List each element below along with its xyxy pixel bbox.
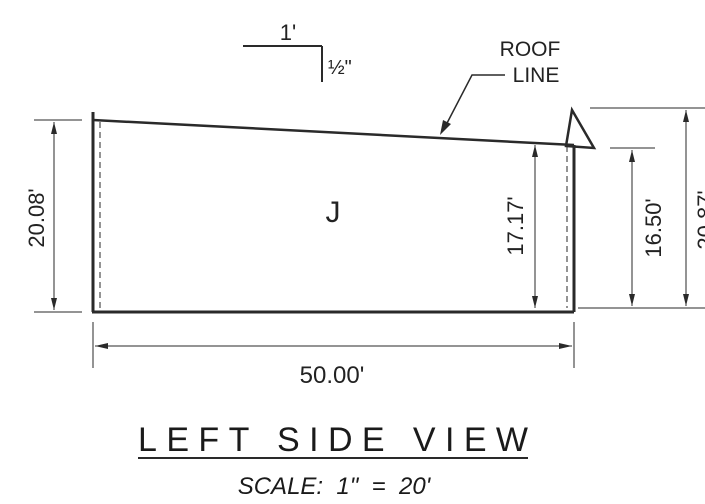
view-title: LEFT SIDE VIEW [138, 421, 528, 459]
dimension-far-right-height: 20.87' [590, 107, 705, 306]
far-right-height-value: 20.87' [693, 190, 705, 249]
right-eave-height-value: 16.50' [641, 198, 666, 257]
dimension-left-height: 20.08' [24, 119, 82, 313]
dimension-interior-height: 17.17' [503, 145, 538, 308]
scale-note: SCALE: 1" = 20' [238, 473, 432, 500]
view-title-block: LEFT SIDE VIEW SCALE: 1" = 20' [138, 421, 528, 500]
left-height-value: 20.08' [24, 188, 49, 247]
interior-height-value: 17.17' [503, 196, 528, 255]
roof-pitch-symbol: 1' ½" [243, 20, 352, 82]
dimension-right-eave-height: 16.50' [578, 147, 705, 309]
dimension-width: 50.00' [92, 322, 575, 389]
pitch-rise-label: ½" [328, 57, 352, 79]
width-value: 50.00' [300, 362, 365, 389]
roof-callout-line2: LINE [513, 64, 560, 87]
pitch-run-label: 1' [280, 20, 296, 45]
building-outline: J [91, 106, 597, 314]
roof-overhang-triangle [564, 106, 597, 150]
building-label: J [326, 196, 341, 229]
roof-line-callout: ROOF LINE [440, 38, 560, 135]
roof-callout-line1: ROOF [500, 38, 561, 61]
